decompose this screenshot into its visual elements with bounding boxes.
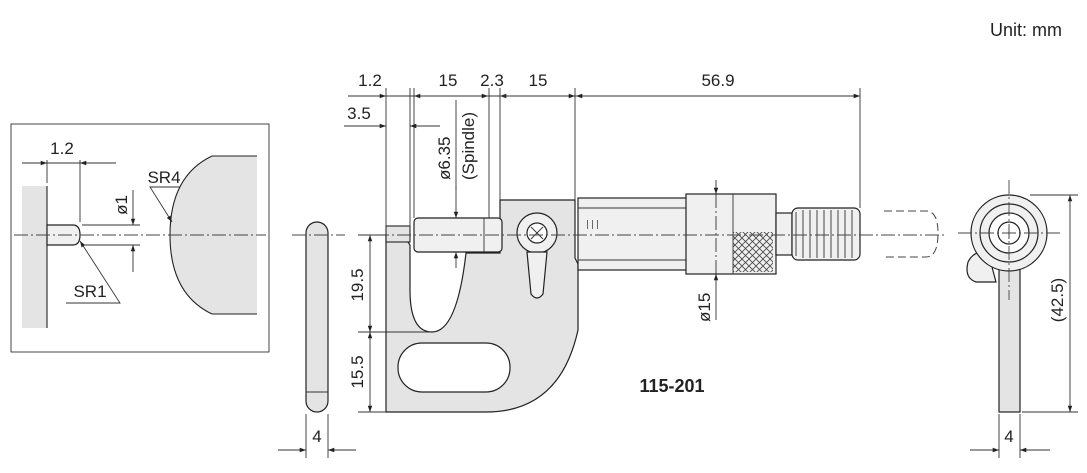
dim-frame-lower: 15.5 [348,355,367,388]
ratchet-phantom [884,210,939,258]
unit-label: Unit: mm [990,20,1062,40]
model-number: 115-201 [639,376,704,396]
detail-tip-diameter-label: ø1 [112,195,131,215]
left-width-label: 4 [312,427,321,446]
anvil [385,225,411,243]
spindle-diameter-label: ø6.35 [435,137,454,180]
dim-clamp-gap: 2.3 [480,71,504,90]
detail-spindle-face [22,186,47,328]
thimble-knurl [733,232,773,272]
detail-view: 1.2 ø1 SR4 SR1 [10,123,270,353]
frame-slot [397,342,511,393]
dim-frame-upper: 19.5 [348,268,367,301]
right-end-view: 4 (42.5) [958,180,1078,458]
dim-sleeve-length: 56.9 [701,71,734,90]
right-width-label: 4 [1004,427,1013,446]
dim-clamp-width: 15 [529,71,548,90]
ratchet-neck [775,212,793,256]
spindle-note-label: (Spindle) [459,112,478,180]
left-side-view: 4 [278,221,356,458]
sleeve-scale [583,205,601,263]
dim-anvil-depth: 3.5 [347,104,371,123]
detail-tip-radius-label: SR1 [73,282,106,301]
detail-frame [10,123,270,353]
thimble-diameter-label: ø15 [695,293,714,322]
frame-edge-left [305,221,329,413]
detail-anvil-radius-label: SR4 [147,168,180,187]
ratchet-knob[interactable] [791,207,861,261]
dim-spindle-extension: 15 [439,71,458,90]
dim-anvil-width: 1.2 [358,71,382,90]
detail-tip-length-label: 1.2 [50,139,74,158]
lock-lever[interactable] [526,251,548,299]
main-view: 1.2 15 2.3 15 56.9 3.5 ø6.35 (Spindle) ø… [344,71,945,413]
right-height-label: (42.5) [1048,278,1067,322]
